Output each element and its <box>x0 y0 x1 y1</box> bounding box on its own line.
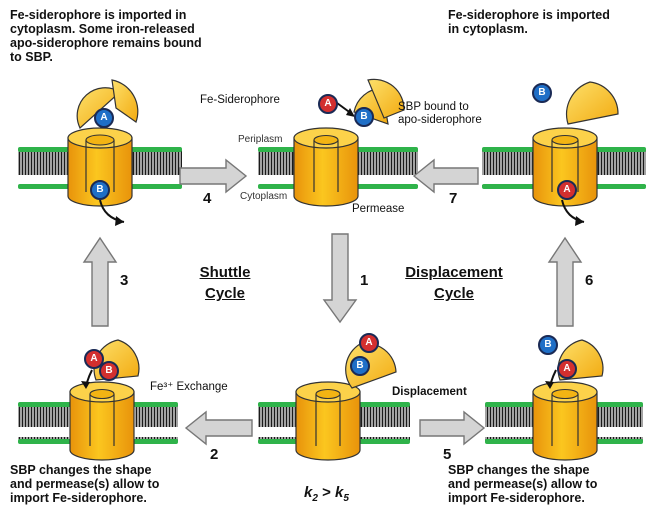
rate-inequality: k2 > k5 <box>304 484 349 504</box>
label-sbp-bound: SBP bound to apo-siderophore <box>398 101 482 126</box>
arrow-step-3 <box>82 236 118 327</box>
marker-b: B <box>99 361 119 381</box>
step-4-label: 4 <box>203 190 212 207</box>
marker-b: B <box>90 180 110 200</box>
note-top-right: Fe-siderophore is imported in cytoplasm. <box>448 8 610 36</box>
step-2-label: 2 <box>210 446 219 463</box>
note-top-left: Fe-siderophore is imported in cytoplasm.… <box>10 8 202 64</box>
marker-a: A <box>84 349 104 369</box>
note-bottom-right: SBP changes the shape and permease(s) al… <box>448 463 598 505</box>
permease-barrel <box>295 391 361 461</box>
arrow-step-2 <box>184 410 253 446</box>
rate-k5-subscript: 5 <box>343 493 349 504</box>
step-3-label: 3 <box>120 272 129 289</box>
label-periplasm: Periplasm <box>238 134 283 145</box>
marker-b: B <box>354 107 374 127</box>
sbp-protein <box>565 81 619 125</box>
transporter-top-left <box>18 79 182 207</box>
rate-k2: k <box>304 484 313 501</box>
arrow-step-1 <box>322 233 358 324</box>
rate-k2-subscript: 2 <box>312 493 318 504</box>
transporter-top-center <box>258 78 418 207</box>
marker-a: A <box>557 359 577 379</box>
transporter-bottom-center <box>258 342 410 461</box>
marker-a: A <box>557 180 577 200</box>
displacement-cycle-title: Displacement Cycle <box>405 264 503 302</box>
arrow-step-6 <box>547 236 583 327</box>
step-6-label: 6 <box>585 272 594 289</box>
permease-barrel <box>293 137 359 207</box>
label-permease: Permease <box>352 203 405 215</box>
marker-a: A <box>359 333 379 353</box>
permease-barrel <box>532 391 598 461</box>
marker-a: A <box>94 108 114 128</box>
marker-a: A <box>318 94 338 114</box>
arrow-step-4 <box>179 158 248 194</box>
permease-barrel <box>532 137 598 207</box>
step-7-label: 7 <box>449 190 458 207</box>
label-displacement: Displacement <box>392 386 467 398</box>
permease-barrel <box>69 391 135 461</box>
rate-k5: k <box>335 484 344 501</box>
transporter-bottom-right <box>485 339 643 461</box>
step-5-label: 5 <box>443 446 452 463</box>
label-fe-exchange: Fe³⁺ Exchange <box>150 381 228 393</box>
marker-b: B <box>532 83 552 103</box>
label-cytoplasm: Cytoplasm <box>240 191 288 202</box>
shuttle-cycle-title: Shuttle Cycle <box>199 264 251 302</box>
arrow-step-7 <box>412 158 479 194</box>
note-bottom-left: SBP changes the shape and permease(s) al… <box>10 463 160 505</box>
arrow-step-5 <box>419 410 486 446</box>
step-1-label: 1 <box>360 272 369 289</box>
marker-b: B <box>350 356 370 376</box>
label-fe-siderophore: Fe-Siderophore <box>200 94 280 106</box>
rate-gt: > <box>317 484 336 501</box>
marker-b: B <box>538 335 558 355</box>
